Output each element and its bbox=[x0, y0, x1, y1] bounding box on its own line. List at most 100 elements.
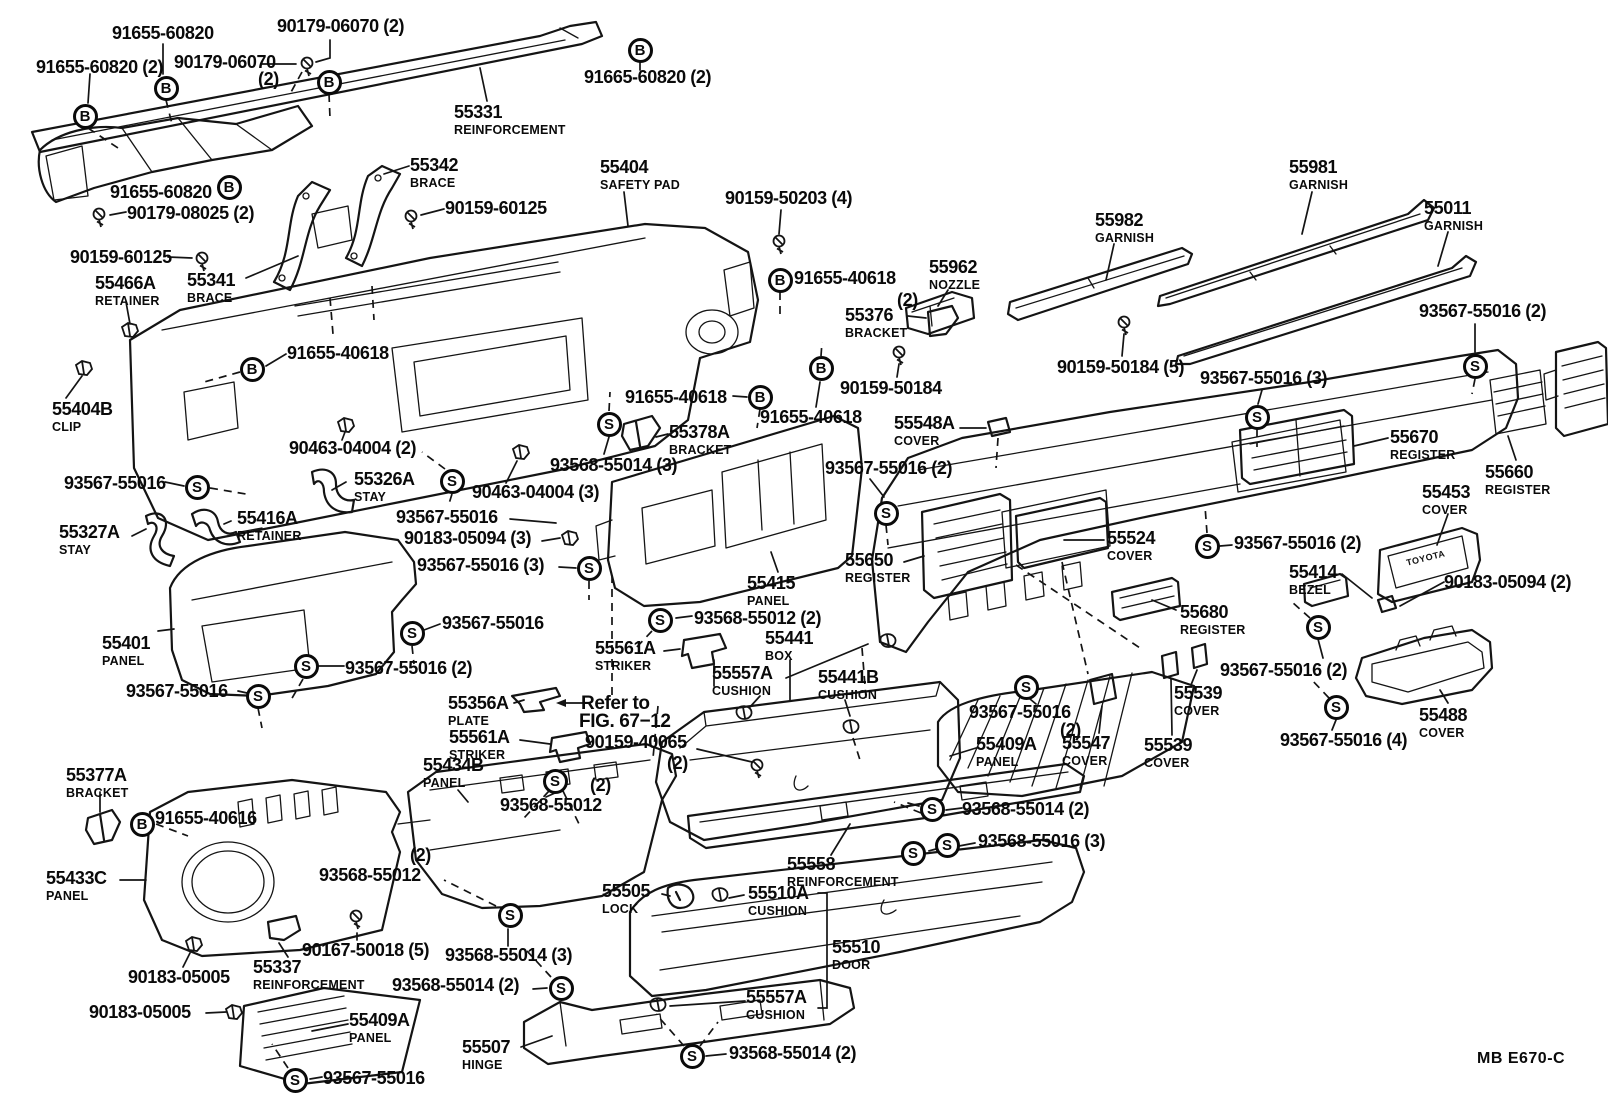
fastener-symbol-b-circle: B bbox=[316, 69, 342, 95]
callout-label-2: (2) bbox=[590, 776, 611, 794]
fastener-symbol-s-circle: S bbox=[934, 832, 960, 858]
callout-label-93567-55016: 93567-55016 bbox=[396, 508, 498, 526]
callout-label-2: (2) bbox=[258, 70, 279, 88]
callout-label-90183-05094-2: 90183-05094 (2) bbox=[1444, 573, 1572, 591]
label-text: 91655-60820 (2) bbox=[36, 57, 164, 77]
part-name-text: COVER bbox=[1144, 756, 1190, 770]
part-name-text: BRACE bbox=[410, 176, 456, 190]
label-text: 55510 bbox=[832, 937, 881, 957]
fastener-symbol-s-circle: S bbox=[900, 840, 926, 866]
fastener-symbol-s-circle: S bbox=[647, 607, 673, 633]
fastener-symbol-s-circle: S bbox=[919, 796, 945, 822]
label-text: 90159-60125 bbox=[70, 247, 172, 267]
label-text: 55507 bbox=[462, 1037, 511, 1057]
label-text: 93567-55016 (4) bbox=[1280, 730, 1408, 750]
label-text: 90159-50203 (4) bbox=[725, 188, 853, 208]
label-text: 55415 bbox=[747, 573, 796, 593]
part-name-text: GARNISH bbox=[1424, 219, 1484, 233]
label-text: 91655-40616 bbox=[155, 808, 257, 828]
label-text: 93568-55012 bbox=[319, 865, 421, 885]
callout-label-90463-04004-2: 90463-04004 (2) bbox=[289, 439, 417, 457]
label-text: 55539 bbox=[1174, 683, 1223, 703]
part-name-text: REGISTER bbox=[1390, 448, 1456, 462]
label-text: 55548A bbox=[894, 413, 955, 433]
label-text: 55416A bbox=[237, 508, 298, 528]
part-name-text: COVER bbox=[1419, 726, 1465, 740]
callout-label-91655-40618: 91655-40618 bbox=[287, 344, 389, 362]
part-name-text: CUSHION bbox=[818, 688, 878, 702]
fastener-symbol-b-circle: B bbox=[72, 103, 98, 129]
fastener-symbol-s-circle: S bbox=[439, 468, 465, 494]
part-name-text: LOCK bbox=[602, 902, 639, 916]
label-text: 91655-60820 bbox=[110, 182, 212, 202]
callout-label-93567-55016: 93567-55016 bbox=[126, 682, 228, 700]
label-text: 90463-04004 (3) bbox=[472, 482, 600, 502]
part-name-text: COVER bbox=[894, 434, 940, 448]
part-name-text: PANEL bbox=[349, 1031, 392, 1045]
label-text: 93568-55014 (2) bbox=[392, 975, 520, 995]
label-text: 93567-55016 (3) bbox=[1200, 368, 1328, 388]
label-text: 91655-40618 bbox=[760, 407, 862, 427]
fastener-symbol-s-circle: S bbox=[399, 620, 425, 646]
callout-label-93567-55016-3: 93567-55016 (3) bbox=[1200, 368, 1328, 388]
label-text: 93567-55016 bbox=[396, 507, 498, 527]
assembly-dashed-lines bbox=[87, 71, 1476, 1069]
part-name-text: GARNISH bbox=[1095, 231, 1155, 245]
label-text: 90183-05005 bbox=[128, 967, 230, 987]
part-name-text: REGISTER bbox=[845, 571, 911, 585]
part-name-text: DOOR bbox=[832, 958, 871, 972]
label-text: 55670 bbox=[1390, 427, 1439, 447]
callout-label-2: (2) bbox=[1060, 721, 1081, 739]
fastener-symbol-s-circle: S bbox=[1244, 404, 1270, 430]
fastener-symbol-s-circle: S bbox=[497, 902, 523, 928]
label-text: 55539 bbox=[1144, 735, 1193, 755]
label-text: 93568-55012 bbox=[500, 795, 602, 815]
fastener-symbol-s-circle: S bbox=[1194, 533, 1220, 559]
label-text: 93568-55012 (2) bbox=[694, 608, 822, 628]
fastener-symbol-b-circle: B bbox=[129, 811, 155, 837]
fastener-symbol-s-circle: S bbox=[576, 555, 602, 581]
part-name-text: PLATE bbox=[448, 714, 490, 728]
callout-label-90179-06070: 90179-06070 bbox=[174, 53, 276, 71]
callout-label-90159-50184: 90159-50184 bbox=[840, 379, 942, 397]
callout-label-93568-55014-3: 93568-55014 (3) bbox=[445, 946, 573, 964]
label-text: 55376 bbox=[845, 305, 894, 325]
callout-label-90463-04004-3: 90463-04004 (3) bbox=[472, 482, 600, 502]
fastener-symbol-b-circle: B bbox=[627, 37, 653, 63]
callout-label-91655-40618: 91655-40618 bbox=[760, 408, 862, 426]
fastener-symbol-b-circle: B bbox=[767, 267, 793, 293]
part-name-text: SAFETY PAD bbox=[600, 178, 681, 192]
label-text: 55488 bbox=[1419, 705, 1468, 725]
label-text: 55356A bbox=[448, 693, 509, 713]
part-name-text: CUSHION bbox=[712, 684, 772, 698]
callout-label-fig-67-12: FIG. 67−12 bbox=[579, 712, 671, 731]
label-text: 93567-55016 (2) bbox=[1419, 301, 1547, 321]
callout-label-93568-55012: 93568-55012 bbox=[500, 796, 602, 814]
fastener-symbol-s-circle: S bbox=[184, 474, 210, 500]
part-name-text: BRACE bbox=[187, 291, 233, 305]
label-text: 91655-40618 bbox=[287, 343, 389, 363]
label-text: (2) bbox=[258, 69, 279, 89]
part-name-text: RETAINER bbox=[237, 529, 302, 543]
label-text: 55404B bbox=[52, 399, 113, 419]
